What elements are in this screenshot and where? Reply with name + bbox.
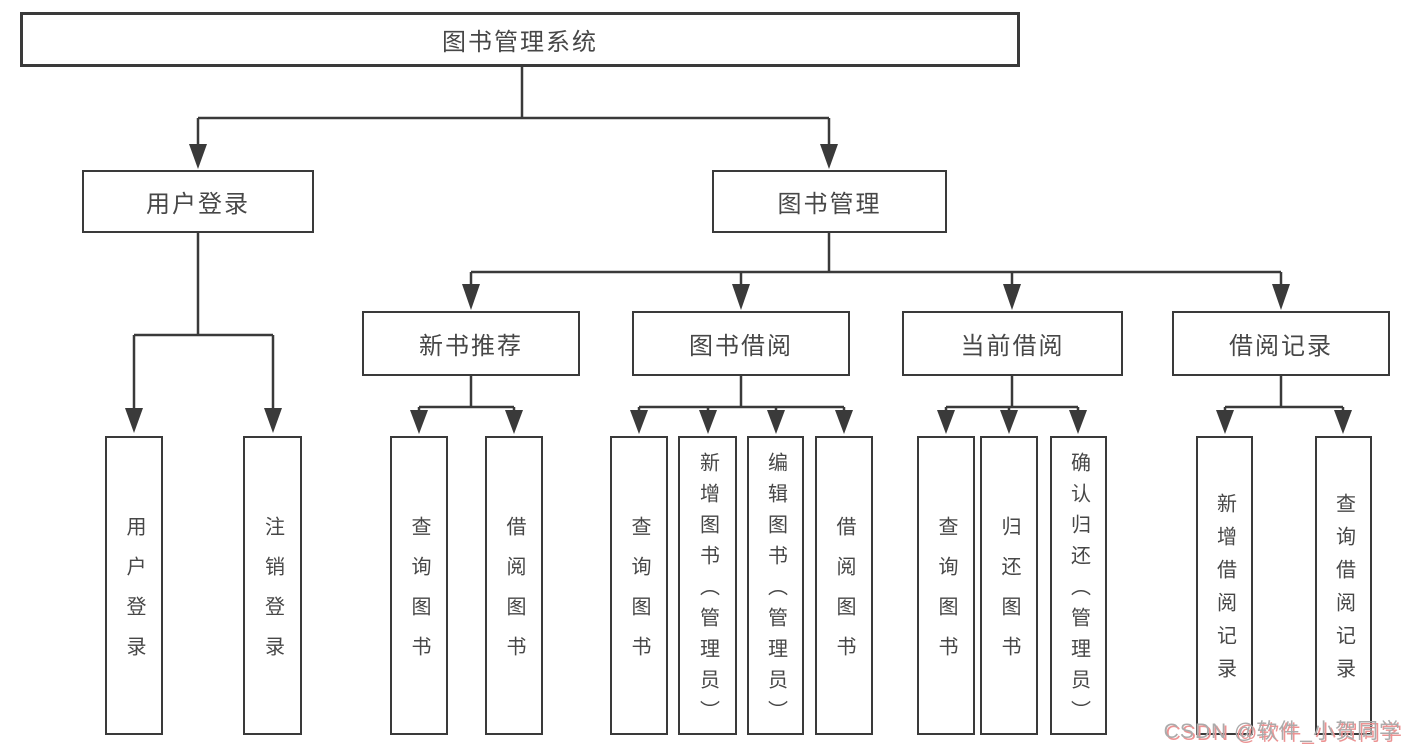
- leaf-return-books: 归还图书: [980, 436, 1038, 735]
- leaf-add-borrow-record: 新增借阅记录: [1196, 436, 1253, 735]
- arrowhead-down-icon: [1216, 410, 1234, 434]
- leaf-label: 编辑图书（管理员）: [764, 451, 787, 731]
- leaf-label: 确认归还（管理员）: [1067, 451, 1090, 731]
- arrowhead-down-icon: [630, 410, 648, 434]
- leaf-label: 归还图书: [998, 515, 1020, 676]
- connector-line: [196, 67, 831, 146]
- arrowhead-down-icon: [505, 410, 523, 434]
- node-new-book-recommend: 新书推荐: [362, 311, 580, 376]
- leaf-label: 新增借阅记录: [1213, 493, 1236, 691]
- leaf-label: 查询图书: [935, 515, 957, 676]
- arrowhead-down-icon: [1000, 410, 1018, 434]
- leaf-label: 用户登录: [123, 515, 145, 676]
- node-book-management: 图书管理: [712, 170, 947, 233]
- arrowhead-down-icon: [732, 284, 750, 310]
- leaf-label: 借阅图书: [503, 515, 525, 676]
- arrowhead-down-icon: [189, 144, 207, 169]
- node-user-login: 用户登录: [82, 170, 314, 233]
- leaf-query-books: 查询图书: [917, 436, 975, 735]
- connector-line: [1223, 376, 1345, 412]
- node-label: 图书借阅: [689, 333, 793, 360]
- connector-line: [944, 376, 1080, 412]
- leaf-query-books: 查询图书: [610, 436, 668, 735]
- arrowhead-down-icon: [125, 408, 143, 433]
- node-borrow-records: 借阅记录: [1172, 311, 1390, 376]
- node-label: 借阅记录: [1229, 333, 1333, 360]
- arrowhead-down-icon: [1272, 284, 1290, 310]
- connector-line: [469, 233, 1283, 286]
- arrowhead-down-icon: [699, 410, 717, 434]
- watermark: CSDN @软件_小贺同学: [1164, 715, 1401, 745]
- watermark-text: CSDN @软件_小贺同学: [1163, 720, 1401, 743]
- node-root: 图书管理系统: [20, 12, 1020, 67]
- leaf-add-books-admin: 新增图书（管理员）: [678, 436, 737, 735]
- leaf-label: 借阅图书: [833, 515, 855, 676]
- leaf-label: 注销登录: [261, 515, 284, 676]
- node-label: 新书推荐: [419, 333, 523, 360]
- node-book-borrow: 图书借阅: [632, 311, 850, 376]
- leaf-borrow-books: 借阅图书: [815, 436, 873, 735]
- leaf-borrow-books: 借阅图书: [485, 436, 543, 735]
- connector-line: [417, 376, 516, 412]
- arrowhead-down-icon: [1003, 284, 1021, 310]
- leaf-label: 查询图书: [408, 515, 430, 676]
- arrowhead-down-icon: [264, 408, 282, 433]
- arrowhead-down-icon: [1334, 410, 1352, 434]
- arrowhead-down-icon: [1069, 410, 1087, 434]
- leaf-label: 新增图书（管理员）: [696, 451, 719, 731]
- node-label: 当前借阅: [960, 333, 1065, 360]
- arrowhead-down-icon: [937, 410, 955, 434]
- arrowhead-down-icon: [462, 284, 480, 310]
- arrowhead-down-icon: [767, 410, 785, 434]
- leaf-user-login: 用户登录: [105, 436, 163, 735]
- arrowhead-down-icon: [410, 410, 428, 434]
- leaf-query-books: 查询图书: [390, 436, 448, 735]
- leaf-edit-books-admin: 编辑图书（管理员）: [747, 436, 804, 735]
- connector-line: [637, 376, 846, 412]
- leaf-label: 查询借阅记录: [1332, 493, 1355, 691]
- arrowhead-down-icon: [835, 410, 853, 434]
- node-root-label: 图书管理系统: [442, 29, 598, 56]
- node-label: 用户登录: [146, 191, 250, 218]
- node-current-borrow: 当前借阅: [902, 311, 1123, 376]
- arrowhead-down-icon: [820, 144, 838, 169]
- connector-line: [132, 233, 275, 410]
- leaf-label: 查询图书: [628, 515, 650, 676]
- leaf-logout: 注销登录: [243, 436, 302, 735]
- leaf-query-borrow-record: 查询借阅记录: [1315, 436, 1372, 735]
- node-label: 图书管理: [777, 191, 882, 218]
- leaf-confirm-return-admin: 确认归还（管理员）: [1050, 436, 1107, 735]
